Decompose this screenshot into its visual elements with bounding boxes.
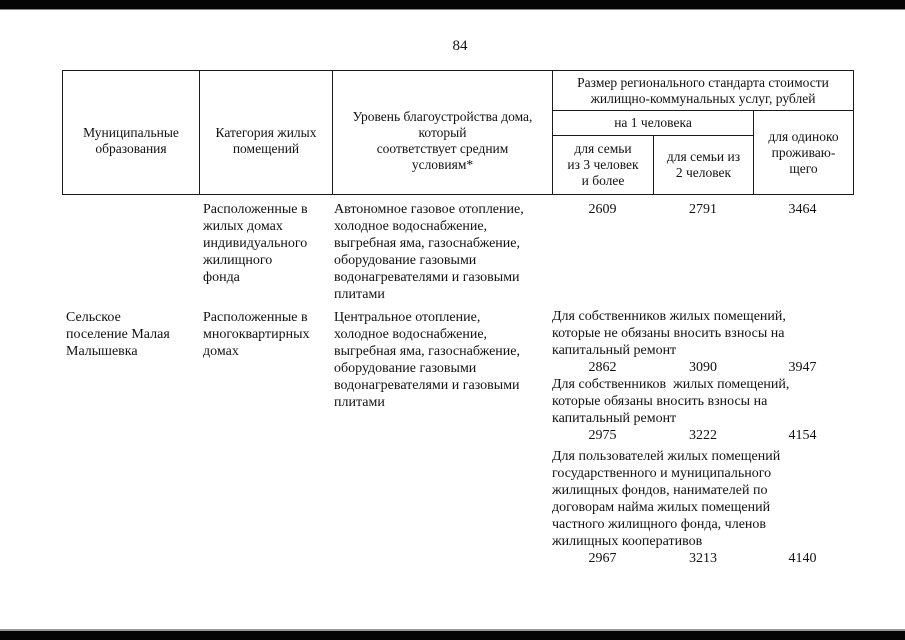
block-label: Для пользователей жилых помещений госуда…	[552, 449, 781, 549]
block-value-single: 4154	[788, 428, 817, 443]
scan-artifact-bottom-bar	[0, 629, 905, 640]
header-cell-single-resident: для одиноко проживаю- щего	[768, 128, 839, 176]
block-value-single: 3947	[788, 360, 817, 375]
cell-category: Расположенные в жилых домах индивидуальн…	[203, 202, 308, 285]
cell-municipality	[62, 195, 199, 303]
cell-value-family2: 2791	[689, 202, 717, 217]
cell-level: Автономное газовое отопление, холодное в…	[334, 202, 524, 302]
block-values: 2862 3090 3947	[552, 359, 852, 376]
header-cell-level: Уровень благоустройства дома, который со…	[333, 71, 553, 194]
block-value-family2: 3213	[689, 551, 717, 566]
cell-value-family3: 2609	[588, 202, 617, 217]
header-cell-family-of-3: для семьи из 3 человек и более	[553, 136, 654, 194]
cell-level: Центральное отопление, холодное водоснаб…	[334, 310, 521, 410]
table-row: Расположенные в жилых домах индивидуальн…	[62, 195, 852, 303]
cell-category: Расположенные в многоквартирных домах	[203, 310, 310, 359]
block-value-family3: 2967	[588, 551, 617, 566]
scan-artifact-top-bar	[0, 0, 905, 10]
header-cell-category: Категория жилых помещений	[200, 71, 333, 194]
block-value-family2: 3222	[689, 428, 717, 443]
cell-value-single: 3464	[788, 202, 817, 217]
regional-standards-table: Муниципальные образования Категория жилы…	[62, 70, 854, 567]
block-values: 2967 3213 4140	[552, 550, 852, 567]
header-cell-family-of-2: для семьи из 2 человек	[654, 136, 754, 194]
value-block-tenants: Для пользователей жилых помещений госуда…	[552, 448, 852, 567]
value-block-owners-no-contributions: Для собственников жилых помещений, котор…	[552, 308, 852, 376]
page-number: 84	[452, 38, 468, 54]
table-header: Муниципальные образования Категория жилы…	[62, 70, 854, 195]
table-row: Сельское поселение Малая Малышевка Распо…	[62, 303, 852, 567]
block-label: Для собственников жилых помещений, котор…	[552, 377, 790, 426]
block-value-family3: 2862	[588, 360, 617, 375]
value-blocks: Для собственников жилых помещений, котор…	[552, 303, 852, 567]
header-cell-municipalities: Муниципальные образования	[63, 71, 200, 194]
block-value-family3: 2975	[588, 428, 617, 443]
header-cell-cost-title: Размер регионального стандарта стоимости…	[553, 71, 853, 111]
block-value-family2: 3090	[689, 360, 717, 375]
block-label: Для собственников жилых помещений, котор…	[552, 309, 786, 358]
cell-municipality: Сельское поселение Малая Малышевка	[66, 310, 170, 359]
block-value-single: 4140	[788, 551, 817, 566]
header-cell-per-person: на 1 человека	[553, 111, 754, 136]
block-values: 2975 3222 4154	[552, 427, 852, 444]
value-block-owners-with-contributions: Для собственников жилых помещений, котор…	[552, 376, 852, 444]
table-body: Расположенные в жилых домах индивидуальн…	[62, 195, 852, 567]
